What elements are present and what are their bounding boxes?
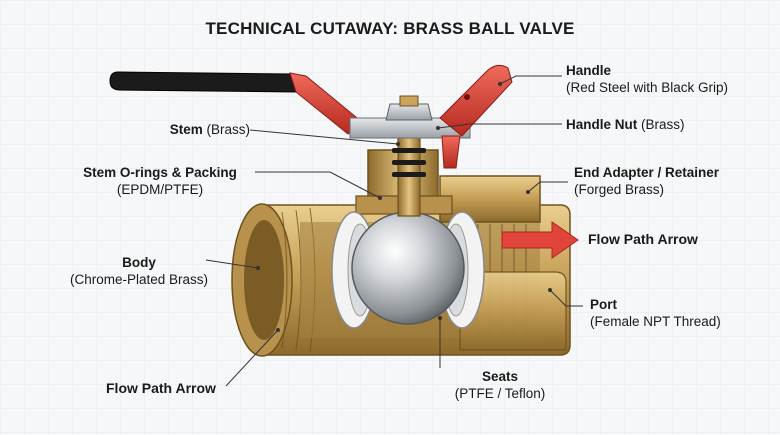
label-stem-orings-name: Stem O-rings & Packing <box>83 165 237 180</box>
label-handle-nut-detail: (Brass) <box>641 117 685 132</box>
label-stem-name: Stem <box>169 122 203 137</box>
label-seats-name: Seats <box>481 369 519 384</box>
label-end-adapter-name: End Adapter / Retainer <box>574 165 720 180</box>
label-stem: Stem (Brass) <box>170 121 250 138</box>
label-seats: Seats (PTFE / Teflon) <box>440 368 560 402</box>
label-handle-nut: Handle Nut (Brass) <box>566 116 685 133</box>
leader-lines <box>205 75 583 387</box>
label-stem-detail: (Brass) <box>206 122 251 137</box>
stem <box>392 119 426 217</box>
label-port-name: Port <box>590 297 617 312</box>
ball <box>351 211 465 325</box>
label-body-detail: (Chrome-Plated Brass) <box>69 272 209 287</box>
label-seats-detail: (PTFE / Teflon) <box>454 386 546 401</box>
handle <box>109 64 513 169</box>
label-flow-path-right: Flow Path Arrow <box>588 231 698 247</box>
label-body-name: Body <box>122 255 156 270</box>
label-handle-detail: (Red Steel with Black Grip) <box>566 80 729 95</box>
label-port-detail: (Female NPT Thread) <box>590 314 721 329</box>
label-end-adapter-detail: (Forged Brass) <box>574 182 665 197</box>
handle-nut <box>385 95 433 121</box>
label-stem-orings-detail: (EPDM/PTFE) <box>116 182 204 197</box>
label-flow-path-left: Flow Path Arrow <box>106 380 216 396</box>
label-handle: Handle (Red Steel with Black Grip) <box>566 62 728 96</box>
label-handle-name: Handle <box>566 63 612 78</box>
label-stem-orings: Stem O-rings & Packing (EPDM/PTFE) <box>70 164 250 198</box>
flow-arrow-icon <box>501 221 579 259</box>
label-port: Port (Female NPT Thread) <box>590 296 721 330</box>
diagram-title: TECHNICAL CUTAWAY: BRASS BALL VALVE <box>205 19 575 38</box>
label-body: Body (Chrome-Plated Brass) <box>64 254 214 288</box>
label-end-adapter: End Adapter / Retainer (Forged Brass) <box>574 164 719 198</box>
label-handle-nut-name: Handle Nut <box>566 117 638 132</box>
